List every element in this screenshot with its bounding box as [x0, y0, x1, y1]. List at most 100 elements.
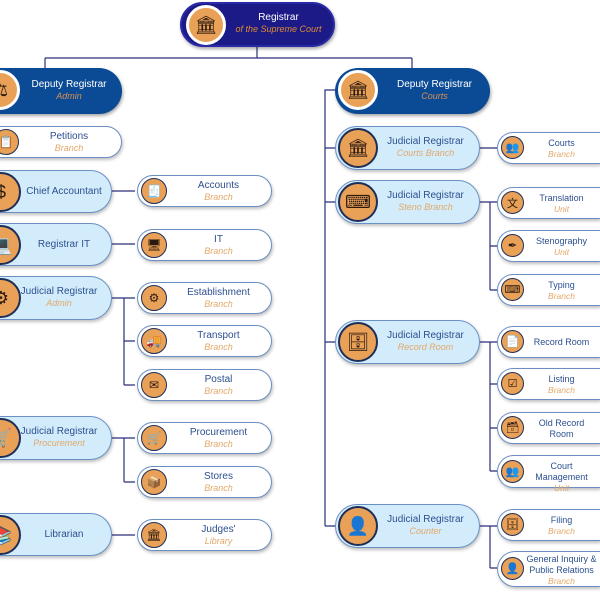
- node-subtitle: Counter: [409, 526, 442, 536]
- node-subtitle: Courts: [421, 91, 448, 101]
- node-subtitle: of the Supreme Court: [235, 24, 322, 34]
- computer-icon: 💻: [0, 225, 21, 265]
- court-icon: 🏛: [338, 70, 378, 110]
- node-title: Filing: [550, 515, 573, 525]
- node-subtitle: Branch: [204, 246, 233, 256]
- librarian-node[interactable]: 📚 Librarian: [0, 513, 112, 556]
- gears-icon: ⚙: [141, 285, 167, 311]
- node-subtitle: Library: [204, 536, 233, 546]
- node-subtitle: Branch: [204, 386, 233, 396]
- node-title: Librarian: [44, 529, 84, 540]
- node-subtitle: Unit: [553, 246, 570, 257]
- node-subtitle: Branch: [204, 299, 233, 309]
- counter-desk-icon: 👤: [338, 506, 378, 546]
- node-title: Judicial Registrar: [387, 514, 464, 525]
- node-subtitle: Record Room: [397, 342, 454, 352]
- courtroom-icon: 👥: [501, 136, 524, 159]
- node-subtitle: Steno Branch: [398, 202, 453, 212]
- mail-icon: ✉: [141, 372, 167, 398]
- node-title: Translation: [539, 193, 584, 203]
- node-title: Judicial Registrar: [20, 426, 98, 437]
- node-title: Accounts: [197, 180, 240, 191]
- node-title: Deputy Registrar: [31, 79, 107, 90]
- typing-icon: ⌨: [501, 278, 524, 301]
- archive-box-icon: 🗃: [501, 416, 524, 439]
- user-chat-icon: 👤: [501, 557, 524, 580]
- accountant-icon: $: [0, 172, 21, 212]
- book-icon: 📚: [0, 515, 21, 555]
- node-subtitle: Branch: [204, 192, 233, 202]
- node-title: Old Record: [538, 418, 585, 428]
- node-title: Listing: [548, 374, 575, 384]
- node-title: Postal: [204, 374, 233, 385]
- node-title: Deputy Registrar: [396, 79, 473, 90]
- node-subtitle: Admin: [46, 298, 72, 308]
- record-room-node[interactable]: 📄 Record Room: [497, 326, 600, 358]
- node-title: Judicial Registrar: [387, 136, 464, 147]
- library-icon: 🏛: [141, 522, 167, 548]
- node-subtitle: Branch: [204, 483, 233, 493]
- node-subtitle: Branch: [548, 148, 575, 159]
- node-title: General Inquiry &: [526, 554, 597, 564]
- node-title: Judicial Registrar: [20, 286, 98, 297]
- node-title: Petitions: [49, 131, 89, 142]
- node-title: Courts: [548, 138, 575, 148]
- it-icon: 🖥: [141, 232, 167, 258]
- node-subtitle: Branch: [548, 525, 575, 536]
- node-title-line2: Public Relations: [529, 564, 594, 575]
- admin-icon: ⚖: [0, 70, 20, 110]
- judges-library-node[interactable]: 🏛 Judges'Library: [137, 519, 272, 551]
- chief-accountant-node[interactable]: $ Chief Accountant: [0, 170, 112, 213]
- boxes-icon: 📦: [141, 469, 167, 495]
- node-subtitle: Unit: [553, 203, 570, 214]
- filing-cabinet-icon: 🗄: [501, 513, 524, 536]
- registrar-it-node[interactable]: 💻 Registrar IT: [0, 223, 112, 266]
- node-subtitle: Branch: [204, 439, 233, 449]
- documents-icon: 📄: [501, 330, 524, 353]
- court-icon: 🏛: [338, 128, 378, 168]
- node-title: Stenography: [535, 236, 588, 246]
- accounts-icon: 🧾: [141, 178, 167, 204]
- translate-icon: 文: [501, 191, 524, 214]
- node-title: Judicial Registrar: [387, 330, 464, 341]
- node-subtitle: Procurement: [33, 438, 85, 448]
- node-subtitle: Branch: [548, 384, 575, 395]
- meeting-icon: 👥: [501, 460, 524, 483]
- node-title: Registrar: [258, 12, 299, 23]
- procurement-icon: 🛒: [141, 425, 167, 451]
- node-title: Court Management: [535, 461, 588, 482]
- node-subtitle: Admin: [56, 91, 82, 101]
- node-subtitle: Branch: [204, 342, 233, 352]
- node-subtitle: Branch: [548, 290, 575, 301]
- node-title: Registrar IT: [37, 239, 91, 250]
- node-subtitle: Courts Branch: [396, 148, 455, 158]
- node-title-line2: Room: [549, 428, 574, 439]
